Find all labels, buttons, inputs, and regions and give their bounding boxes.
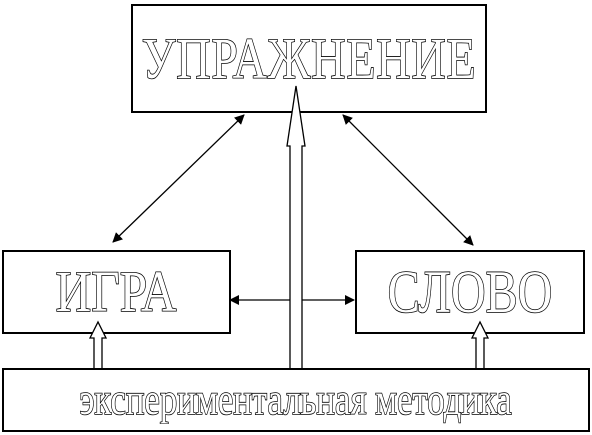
node-exercise-label: УПРАЖНЕНИЕ — [141, 25, 477, 91]
node-word: СЛОВО — [355, 250, 585, 334]
node-experimental-method: экспериментальная методика — [2, 368, 590, 432]
arrow-exercise-game — [112, 114, 245, 243]
node-word-label: СЛОВО — [387, 259, 553, 325]
node-game-label: ИГРА — [55, 259, 177, 324]
node-game: ИГРА — [2, 250, 231, 334]
arrow-exercise-word — [342, 114, 474, 246]
hollow-arrow-method-exercise — [286, 85, 306, 368]
node-exercise: УПРАЖНЕНИЕ — [131, 4, 487, 113]
node-experimental-method-label: экспериментальная методика — [79, 375, 513, 424]
